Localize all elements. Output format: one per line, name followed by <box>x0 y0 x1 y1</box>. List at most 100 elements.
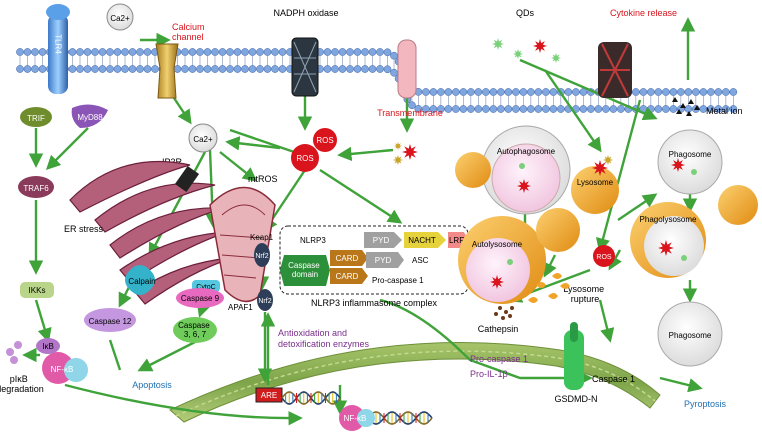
phospholipid-head <box>519 105 528 113</box>
svg-text:NACHT: NACHT <box>408 236 436 245</box>
pro-il1b-label: Pro-IL-1β <box>470 369 508 379</box>
phospholipid-head <box>346 65 354 73</box>
phospholipid-head <box>511 88 520 96</box>
phospholipid-head <box>83 65 92 73</box>
phospholipid-head <box>429 105 438 113</box>
phospholipid-head <box>233 65 242 73</box>
phospholipid-head <box>489 88 498 96</box>
phospholipid-head <box>31 65 39 73</box>
svg-text:PYD: PYD <box>373 236 390 245</box>
nuclear-envelope <box>169 342 661 423</box>
phospholipid-head <box>91 65 99 73</box>
svg-text:IκB: IκB <box>42 342 54 351</box>
caspase367: Caspase 3, 6, 7 <box>173 317 217 343</box>
phospholipid-head <box>421 88 430 96</box>
traf6: TRAF6 <box>18 176 54 198</box>
phospholipid-head <box>444 88 453 96</box>
red-star-icon <box>490 275 504 289</box>
phospholipid-head <box>256 65 264 73</box>
phospholipid-head <box>699 105 708 113</box>
svg-text:ROS: ROS <box>296 154 313 163</box>
svg-text:CARD: CARD <box>336 254 359 263</box>
svg-text:MyD88: MyD88 <box>77 113 103 122</box>
phospholipid-head <box>699 88 708 96</box>
phospholipid-head <box>218 48 227 56</box>
phospholipid-head <box>338 48 347 56</box>
phospholipid-head <box>714 105 723 113</box>
svg-text:Phagosome: Phagosome <box>669 150 712 159</box>
cytokine-release-channel <box>598 42 632 98</box>
phospholipid-head <box>143 65 152 73</box>
phospholipid-head <box>23 65 32 73</box>
svg-text:Lysosome: Lysosome <box>577 178 614 187</box>
antioxidation-label: Antioxidation and detoxification enzymes <box>278 328 370 349</box>
metal-ion-label: Metal ion <box>706 106 743 116</box>
phospholipid-head <box>233 48 242 56</box>
nadph-oxidase-label: NADPH oxidase <box>273 8 338 18</box>
lysosome-rupture-label: Lysosome rupture <box>563 284 606 304</box>
red-star-icon <box>671 158 685 172</box>
phospholipid-head <box>691 88 700 96</box>
phospholipid-head <box>504 105 513 113</box>
phospholipid-head <box>136 48 144 56</box>
phospholipid-head <box>496 88 505 96</box>
phospholipid-head <box>474 88 483 96</box>
phospholipid-head <box>601 105 610 113</box>
pro-caspase1-label: Pro-caspase 1 <box>470 354 528 364</box>
phospholipid-head <box>188 65 197 73</box>
caspase1-label: Caspase 1 <box>592 374 635 384</box>
calcium-channel <box>155 43 179 99</box>
phospholipid-head <box>376 65 384 73</box>
myd88-adaptor: MyD88 <box>71 104 108 128</box>
phospholipid-head <box>684 105 693 113</box>
phospholipid-head <box>729 88 738 96</box>
card-domain-b: CARD <box>330 268 368 284</box>
phospholipid-head <box>83 48 92 56</box>
phospholipid-head <box>421 105 430 113</box>
phospholipid-head <box>248 65 257 73</box>
lysosome-far-right <box>718 185 758 225</box>
svg-text:LRR: LRR <box>449 236 465 245</box>
phospholipid-head <box>16 65 24 73</box>
phospholipid-head <box>706 88 715 96</box>
phospholipid-head <box>414 105 423 113</box>
dna-helix-icon <box>281 391 341 405</box>
phospholipid-head <box>143 48 152 56</box>
phospholipid-head <box>128 65 137 73</box>
pikb-dots <box>6 341 22 364</box>
phospholipid-head <box>661 105 670 113</box>
phospholipid-head <box>654 105 663 113</box>
phospholipid-head <box>721 105 730 113</box>
phospholipid-head <box>474 105 483 113</box>
phospholipid-head <box>128 48 137 56</box>
phospholipid-head <box>390 51 398 60</box>
calcium-channel-label: Calcium channel <box>172 22 207 42</box>
svg-text:ARE: ARE <box>261 391 277 400</box>
phospholipid-head <box>466 105 475 113</box>
ikb: IκB <box>36 338 60 354</box>
phospholipid-head <box>353 48 362 56</box>
phospholipid-head <box>98 48 107 56</box>
cathepsin-label: Cathepsin <box>478 324 519 334</box>
ros-circle-top: ROS <box>313 128 337 152</box>
svg-text:CARD: CARD <box>336 272 359 281</box>
tlr4-receptor: TLR4 <box>46 4 70 94</box>
phospholipid-head <box>68 48 77 56</box>
phospholipid-head <box>256 48 264 56</box>
phospholipid-head <box>549 88 558 96</box>
phospholipid-head <box>121 65 129 73</box>
phospholipid-head <box>383 48 392 57</box>
phospholipid-head <box>631 88 640 96</box>
phospholipid-head <box>729 105 738 113</box>
phospholipid-head <box>188 48 197 56</box>
green-particle <box>519 163 525 169</box>
phospholipid-head <box>616 105 625 113</box>
svg-text:ROS: ROS <box>596 254 612 261</box>
phospholipid-head <box>481 105 490 113</box>
apoptosis-label: Apoptosis <box>132 380 172 390</box>
er-stress-label: ER stress <box>64 224 104 234</box>
phospholipid-head <box>76 65 84 73</box>
ros-circle-lysosome: ROS <box>593 245 615 267</box>
phospholipid-head <box>196 65 204 73</box>
